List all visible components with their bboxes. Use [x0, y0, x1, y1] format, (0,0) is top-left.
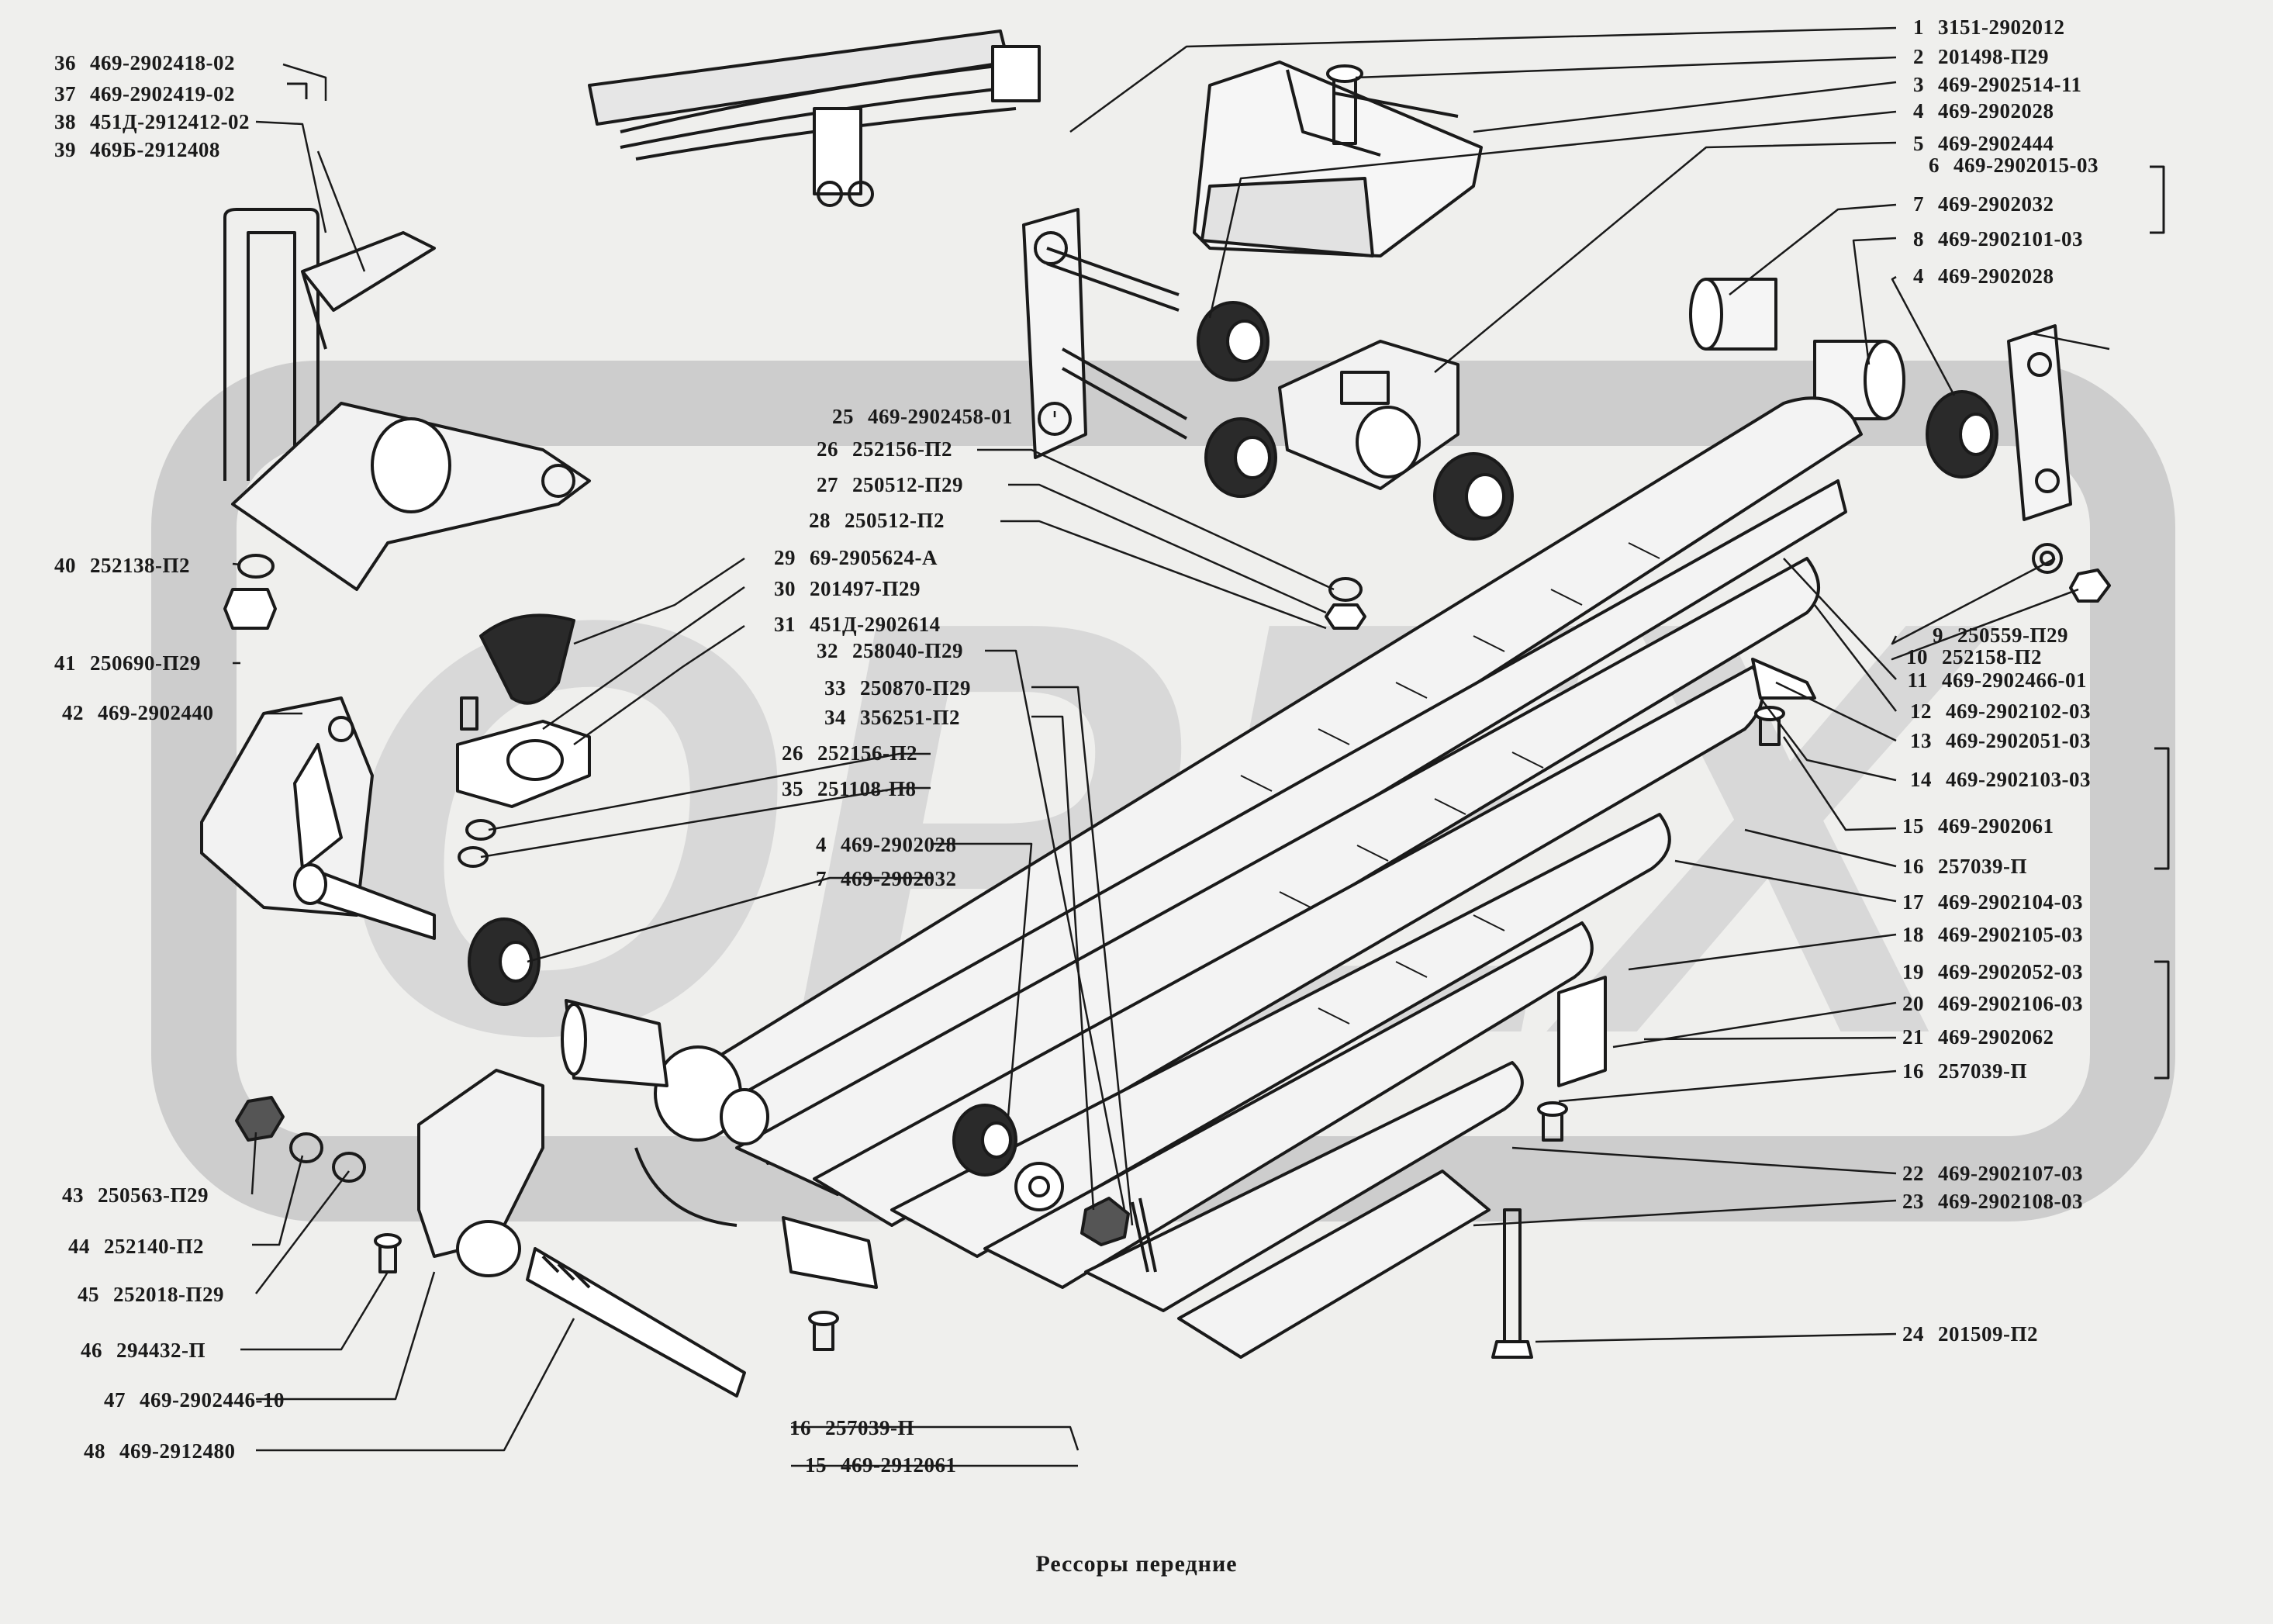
leaf-spring-pack [720, 396, 1863, 1359]
part-front-pin [293, 863, 436, 940]
part-frame-bracket [1193, 60, 1483, 257]
part-u-bolt-plate [301, 231, 436, 350]
leader-lines [232, 26, 2110, 1467]
part-washers-26-35 [458, 819, 496, 868]
part-shackle-bracket-6 [1278, 340, 1459, 490]
grouping-braces [287, 82, 2170, 1080]
part-rear-shackle [2007, 324, 2072, 521]
part-bolt-201498 [1326, 64, 1363, 145]
part-center-bolt [1491, 1208, 1533, 1359]
leaf-hatching [1240, 542, 1660, 1025]
part-rivet-bolts [808, 706, 1785, 1351]
part-rear-bushings [1689, 278, 1998, 479]
part-lower-pin [526, 1247, 746, 1398]
assembly-thumbnail [588, 29, 1041, 207]
spring-eye-front [634, 1045, 769, 1227]
figure-caption: Рессоры передние [1035, 1551, 1238, 1577]
part-nuts-27-28 [1325, 577, 1366, 630]
part-u-bolt [223, 208, 320, 481]
part-center-nut-set [952, 1104, 1157, 1273]
part-bump-stop [456, 613, 591, 808]
part-nut-40-41 [223, 554, 277, 630]
part-rubber-bushings-top [1197, 301, 1514, 541]
part-front-bracket-42 [200, 696, 374, 917]
part-nuts-9-10 [2032, 543, 2111, 603]
part-shackle-plate-front [1022, 208, 1187, 459]
part-front-bushings [468, 917, 668, 1087]
part-nut-washer-43-46 [235, 1096, 402, 1273]
part-clips [782, 658, 1816, 1289]
part-axle-pad [231, 402, 591, 591]
part-lower-shackle [417, 1069, 544, 1277]
